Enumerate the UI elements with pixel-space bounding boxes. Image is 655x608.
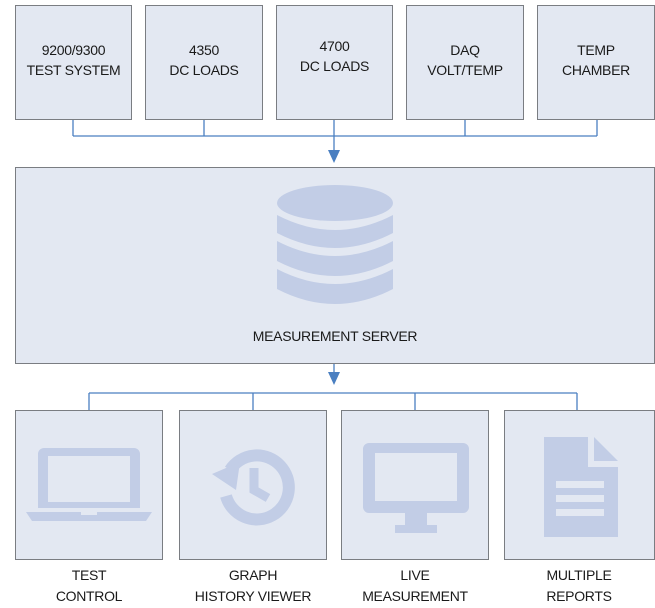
- output-label-line1: LIVE: [400, 567, 430, 583]
- input-label-line2: DC LOADS: [169, 62, 239, 78]
- monitor-icon: [363, 443, 469, 533]
- input-label-line2: DC LOADS: [299, 58, 370, 74]
- input-label: DAQ VOLT/TEMP: [407, 40, 523, 80]
- output-label-line2: REPORTS: [546, 588, 612, 604]
- input-label: 4350 DC LOADS: [146, 40, 262, 80]
- measurement-server-box: MEASUREMENT SERVER: [15, 167, 655, 364]
- input-label-line2: CHAMBER: [562, 62, 630, 78]
- input-label-line2: VOLT/TEMP: [427, 62, 503, 78]
- output-label-graph-history: GRAPH HISTORY VIEWER: [178, 565, 328, 607]
- output-label-line1: TEST: [71, 567, 107, 583]
- server-label: MEASUREMENT SERVER: [252, 328, 418, 344]
- input-label-line1: 4700: [319, 38, 350, 54]
- history-icon: [212, 449, 295, 526]
- input-box-daq: DAQ VOLT/TEMP: [406, 5, 524, 120]
- output-box-live-measurement: [341, 410, 489, 560]
- output-label-line1: GRAPH: [228, 567, 278, 583]
- output-label-live-measurement: LIVE MEASUREMENT: [340, 565, 490, 607]
- input-label-line1: DAQ: [450, 42, 480, 58]
- arrow-down-icon: [328, 150, 340, 163]
- input-label-line1: 4350: [189, 42, 219, 58]
- input-box-temp-chamber: TEMP CHAMBER: [537, 5, 655, 120]
- output-label-line1: MULTIPLE: [546, 567, 612, 583]
- input-label-line1: TEMP: [577, 42, 615, 58]
- output-box-test-control: [15, 410, 163, 560]
- output-box-graph-history: [179, 410, 327, 560]
- input-box-4700-loads: 4700 DC LOADS: [276, 5, 393, 120]
- input-box-test-system: 9200/9300 TEST SYSTEM: [15, 5, 132, 120]
- output-label-multiple-reports: MULTIPLE REPORTS: [504, 565, 654, 607]
- input-label-line2: TEST SYSTEM: [26, 62, 121, 78]
- laptop-icon: [26, 448, 152, 521]
- output-label-line2: CONTROL: [55, 588, 123, 604]
- database-icon: [277, 185, 393, 304]
- input-label: 4700 DC LOADS: [277, 36, 392, 76]
- input-label: TEMP CHAMBER: [538, 40, 654, 80]
- output-label-test-control: TEST CONTROL: [14, 565, 164, 607]
- output-label-line2: HISTORY VIEWER: [194, 588, 312, 604]
- input-box-4350-loads: 4350 DC LOADS: [145, 5, 263, 120]
- output-box-multiple-reports: [504, 410, 655, 560]
- arrow-down-icon: [328, 372, 340, 385]
- input-label-line1: 9200/9300: [41, 42, 106, 58]
- document-icon: [544, 437, 618, 537]
- output-label-line2: MEASUREMENT: [362, 588, 468, 604]
- input-label: 9200/9300 TEST SYSTEM: [16, 40, 131, 80]
